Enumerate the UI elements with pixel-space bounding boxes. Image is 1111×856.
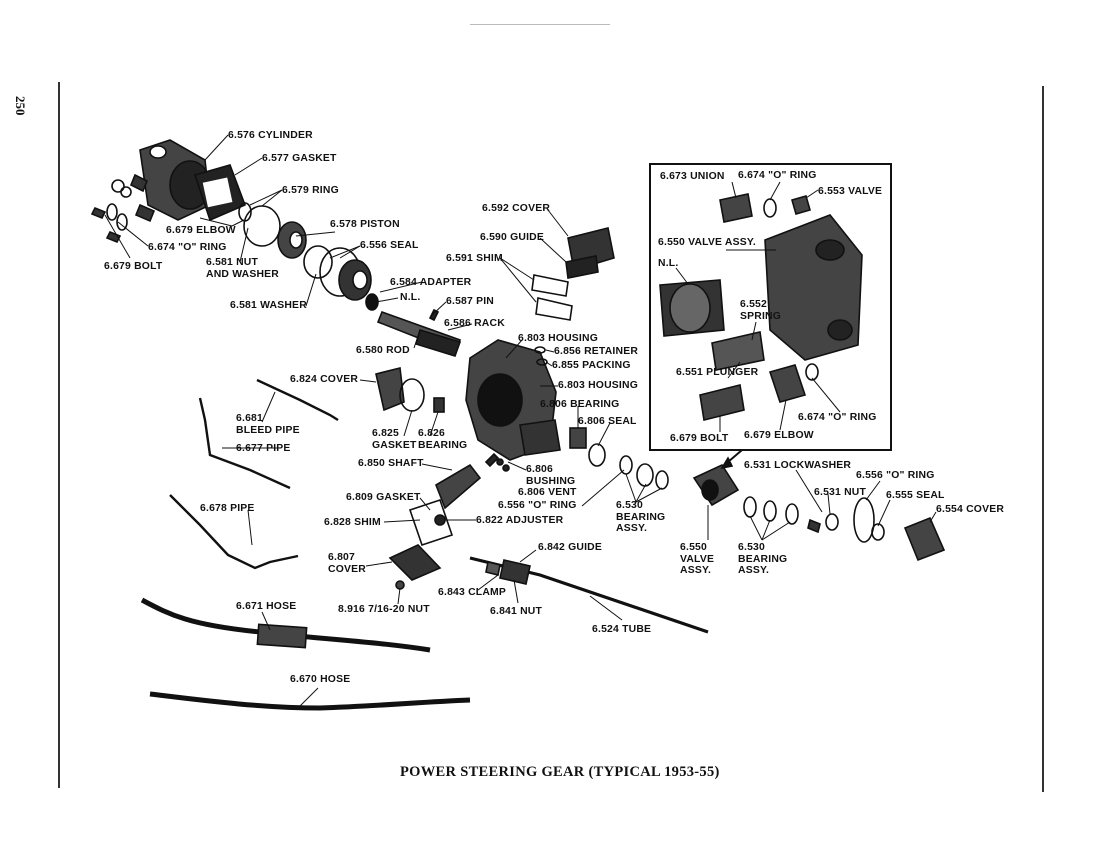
label-adapter-584: 6.584 ADAPTER <box>390 277 472 288</box>
inset-label-elbow-679: 6.679 ELBOW <box>744 430 814 441</box>
label-retainer-856: 6.856 RETAINER <box>554 346 639 357</box>
label-bolt-679: 6.679 BOLT <box>104 261 163 272</box>
inset-label-valve-553: 6.553 VALVE <box>818 186 883 197</box>
label-piston: 6.578 PISTON <box>330 219 400 230</box>
inset-label-spring-552: 6.552 SPRING <box>740 299 782 322</box>
label-elbow-679: 6.679 ELBOW <box>166 225 236 236</box>
label-cover-592: 6.592 COVER <box>482 203 551 214</box>
label-shim-591: 6.591 SHIM <box>446 253 503 264</box>
label-oring-674: 6.674 "O" RING <box>148 242 227 253</box>
label-lockwasher-531: 6.531 LOCKWASHER <box>744 460 852 471</box>
inset-valve-drawing <box>659 193 863 421</box>
inset-label-union-673: 6.673 UNION <box>660 171 725 182</box>
left-margin-rule <box>58 82 60 788</box>
label-bearing-826: 6.826 BEARING <box>418 428 468 451</box>
label-cover-554: 6.554 COVER <box>936 504 1005 515</box>
label-rod-580: 6.580 ROD <box>356 345 410 356</box>
pipe-677 <box>198 397 291 490</box>
main-housing-part <box>465 339 561 461</box>
label-cover-824: 6.824 COVER <box>290 374 359 385</box>
label-vent-806: 6.806 VENT <box>518 487 577 498</box>
pipe-678 <box>169 494 299 570</box>
cover-554-part <box>903 516 946 562</box>
label-oring-556: 6.556 "O" RING <box>498 500 577 511</box>
label-guide-590: 6.590 GUIDE <box>480 232 544 243</box>
label-adjuster-822: 6.822 ADJUSTER <box>476 515 564 526</box>
hose-670 <box>149 691 471 711</box>
label-seal-555: 6.555 SEAL <box>886 490 945 501</box>
label-rack-586: 6.586 RACK <box>444 318 505 329</box>
inset-label-oring-674b: 6.674 "O" RING <box>798 412 877 423</box>
label-nut-841: 6.841 NUT <box>490 606 543 617</box>
label-gasket-577: 6.577 GASKET <box>262 153 337 164</box>
label-pin-587: 6.587 PIN <box>446 296 495 307</box>
cover-824-part <box>375 367 405 412</box>
label-gasket-825: 6.825 GASKET <box>372 428 417 451</box>
label-bushing-806: 6.806 BUSHING <box>526 464 576 487</box>
label-hose-671: 6.671 HOSE <box>236 601 297 612</box>
label-valve-assy-550: 6.550 VALVE ASSY. <box>680 542 715 576</box>
inset-label-nl: N.L. <box>658 258 679 269</box>
cover-807-part <box>388 544 442 581</box>
top-rule <box>470 24 610 25</box>
label-pipe-677: 6.677 PIPE <box>236 443 291 454</box>
valve-inset-frame <box>649 163 892 451</box>
label-tube-524: 6.524 TUBE <box>592 624 652 635</box>
label-cover-807: 6.807 COVER <box>328 552 366 575</box>
piston-part <box>277 221 307 259</box>
elbow-and-orings-left <box>90 173 156 244</box>
label-nut-washer-581: 6.581 NUT AND WASHER <box>206 257 280 280</box>
label-bearing-assy-530a: 6.530 BEARING ASSY. <box>616 500 666 534</box>
label-housing-803b: 6.803 HOUSING <box>558 380 638 391</box>
label-bearing-assy-530b: 6.530 BEARING ASSY. <box>738 542 788 576</box>
label-seal-806: 6.806 SEAL <box>578 416 637 427</box>
label-seal-556: 6.556 SEAL <box>360 240 419 251</box>
label-clamp-843: 6.843 CLAMP <box>438 587 507 598</box>
label-ring-579: 6.579 RING <box>282 185 339 196</box>
label-washer-581: 6.581 WASHER <box>230 300 307 311</box>
leader-lines <box>104 134 937 707</box>
label-shim-828: 6.828 SHIM <box>324 517 381 528</box>
inset-label-bolt-679: 6.679 BOLT <box>670 433 729 444</box>
adapter-part <box>338 259 372 301</box>
label-bleed-pipe-681: 6.681 BLEED PIPE <box>236 413 300 436</box>
inset-label-plunger-551: 6.551 PLUNGER <box>676 367 759 378</box>
label-gasket-809: 6.809 GASKET <box>346 492 421 503</box>
label-packing-855: 6.855 PACKING <box>552 360 631 371</box>
label-hose-670: 6.670 HOSE <box>290 674 351 685</box>
figure-caption: POWER STEERING GEAR (TYPICAL 1953-55) <box>400 764 720 780</box>
label-cylinder: 6.576 CYLINDER <box>228 130 313 141</box>
label-nut-916: 8.916 7/16-20 NUT <box>338 604 430 615</box>
label-housing-803a: 6.803 HOUSING <box>518 333 598 344</box>
label-shaft-850: 6.850 SHAFT <box>358 458 424 469</box>
label-nl-left: N.L. <box>400 292 421 303</box>
inset-label-valve-assy-550: 6.550 VALVE ASSY. <box>658 237 756 248</box>
right-margin-rule <box>1042 86 1044 792</box>
inset-label-oring-674: 6.674 "O" RING <box>738 170 817 181</box>
label-nut-531: 6.531 NUT <box>814 487 867 498</box>
label-oring-556b: 6.556 "O" RING <box>856 470 935 481</box>
label-pipe-678: 6.678 PIPE <box>200 503 255 514</box>
label-guide-842: 6.842 GUIDE <box>538 542 602 553</box>
bleed-pipe-681 <box>256 378 339 422</box>
shaft-part <box>435 463 482 510</box>
label-bearing-806: 6.806 BEARING <box>540 399 620 410</box>
